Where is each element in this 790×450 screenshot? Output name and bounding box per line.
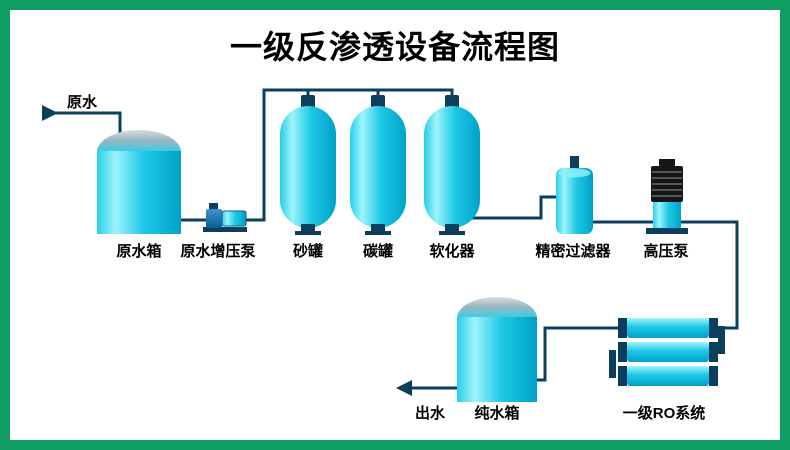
pipe-pump-to-ro	[590, 220, 739, 330]
booster-pump	[203, 203, 247, 232]
inlet-flow-arrow-icon	[42, 105, 58, 121]
label-raw-water-tank: 原水箱	[116, 243, 162, 260]
pipe-ro-to-pure-tank	[530, 326, 622, 382]
outlet-flow-arrow-icon	[396, 380, 412, 396]
raw-water-tank	[97, 130, 181, 234]
pure-water-tank	[457, 297, 537, 402]
pipe-pump-to-filters	[238, 88, 454, 222]
high-pressure-pump	[646, 159, 688, 234]
precision-filter	[556, 156, 593, 234]
label-high-pressure-pump: 高压泵	[643, 243, 689, 260]
diagram-title: 一级反渗透设备流程图	[229, 29, 561, 65]
label-booster-pump: 原水增压泵	[180, 243, 256, 260]
label-ro-system: 一级RO系统	[622, 405, 706, 422]
sand-filter-vessel	[280, 95, 336, 235]
label-water-out: 出水	[414, 405, 446, 422]
pipe-softener-to-precision-filter	[452, 195, 560, 220]
ro-membrane-system	[609, 318, 725, 386]
label-carbon-filter: 碳罐	[362, 243, 394, 260]
label-pure-water-tank: 纯水箱	[474, 405, 520, 422]
label-sand-filter: 砂罐	[292, 243, 324, 260]
label-precision-filter: 精密过滤器	[535, 243, 611, 260]
carbon-filter-vessel	[350, 95, 406, 235]
label-softener: 软化器	[429, 243, 475, 260]
softener-vessel	[424, 95, 480, 235]
label-raw-water-in: 原水	[66, 94, 98, 111]
